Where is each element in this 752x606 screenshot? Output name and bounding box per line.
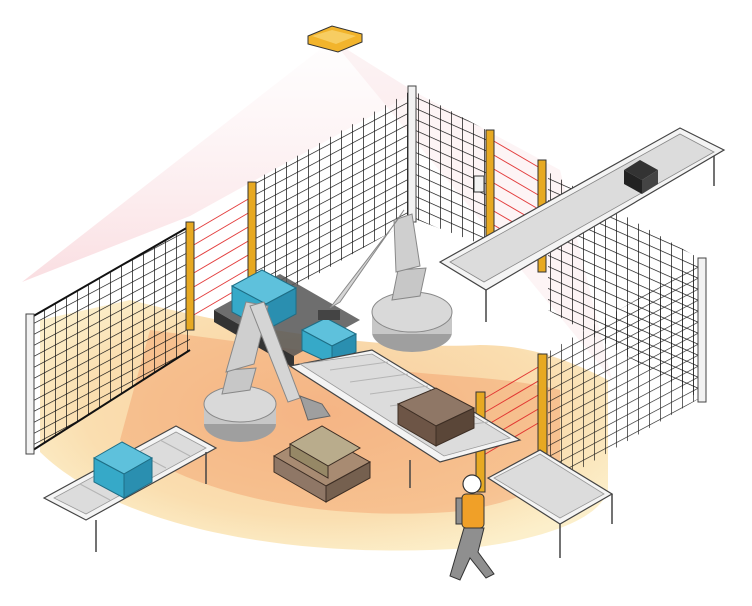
safety-fence-back <box>255 85 486 310</box>
pallet-icon <box>396 387 476 447</box>
industrial-robot-front <box>203 301 331 442</box>
pallet-stack <box>272 425 372 503</box>
area-scanner-icon <box>307 25 363 53</box>
conveyor-outfeed <box>486 449 614 558</box>
box-front <box>300 317 358 365</box>
motor-icon <box>624 160 658 194</box>
safety-light-curtain-icon <box>185 221 195 331</box>
safety-fence-left <box>25 225 191 455</box>
worker-icon <box>449 474 495 581</box>
light-curtain-left <box>185 181 257 331</box>
industrial-robot-back <box>318 209 453 352</box>
door-switch-icon <box>473 175 485 193</box>
box-conveyor <box>92 441 154 499</box>
conveyor-infeed <box>438 127 726 322</box>
conveyor-front-left <box>42 425 218 552</box>
